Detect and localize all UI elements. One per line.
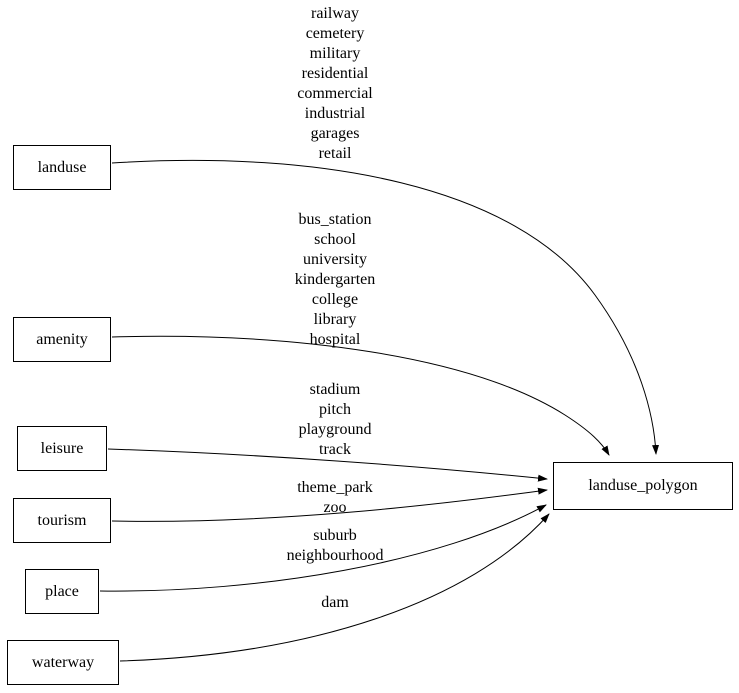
edge-label-line: garages (310, 125, 360, 142)
edge-label-line: school (314, 231, 356, 248)
edge-label-line: kindergarten (294, 271, 376, 288)
edge-label-landuse: railway cemetery military residential co… (225, 4, 445, 164)
edge-label-place: suburb neighbourhood (225, 526, 445, 566)
edge-landuse-to-landuse_polygon (111, 159, 660, 455)
node-leisure-label: leisure (40, 439, 84, 457)
node-landuse: landuse (13, 145, 111, 190)
edge-label-line: commercial (297, 85, 373, 102)
edge-label-waterway: dam (225, 593, 445, 613)
edge-amenity-to-landuse_polygon (111, 335, 610, 456)
edge-label-line: university (303, 251, 367, 268)
node-landuse-label: landuse (37, 158, 87, 176)
edge-label-line: cemetery (305, 25, 365, 42)
edge-label-line: military (309, 45, 361, 62)
edge-waterway-to-landuse_polygon (119, 513, 550, 662)
edge-label-line: pitch (319, 401, 351, 418)
node-amenity: amenity (13, 317, 111, 362)
edge-label-line: hospital (309, 331, 361, 348)
edge-label-line: residential (301, 65, 369, 82)
edge-label-amenity: bus_station school university kindergart… (225, 210, 445, 350)
node-leisure: leisure (17, 426, 107, 471)
node-waterway: waterway (7, 640, 119, 685)
node-landuse_polygon-label: landuse_polygon (588, 477, 698, 494)
node-place: place (25, 569, 99, 614)
edge-label-line: zoo (323, 499, 347, 516)
edge-tourism-to-landuse_polygon (111, 487, 548, 522)
edge-label-tourism: theme_park zoo (225, 478, 445, 518)
edge-label-line: stadium (309, 381, 361, 398)
edge-label-line: theme_park (297, 479, 373, 496)
node-amenity-label: amenity (36, 330, 88, 348)
edge-label-line: playground (298, 421, 372, 438)
edge-label-line: track (319, 441, 351, 458)
node-waterway-label: waterway (31, 653, 95, 671)
edge-label-line: dam (321, 594, 349, 611)
edge-label-line: library (313, 311, 357, 328)
node-tourism-label: tourism (37, 511, 87, 529)
edge-label-line: neighbourhood (286, 547, 384, 564)
node-place-label: place (45, 582, 79, 600)
edge-place-to-landuse_polygon (99, 504, 547, 592)
edge-label-line: bus_station (298, 211, 372, 228)
node-tourism: tourism (13, 498, 111, 543)
edge-leisure-to-landuse_polygon (107, 448, 548, 482)
edge-label-line: industrial (304, 105, 366, 122)
edge-label-line: retail (318, 145, 352, 162)
node-landuse_polygon: landuse_polygon (553, 462, 733, 510)
edge-label-line: suburb (313, 527, 357, 544)
edge-label-line: college (311, 291, 359, 308)
edge-label-leisure: stadium pitch playground track (225, 380, 445, 460)
edge-label-line: railway (311, 5, 359, 22)
